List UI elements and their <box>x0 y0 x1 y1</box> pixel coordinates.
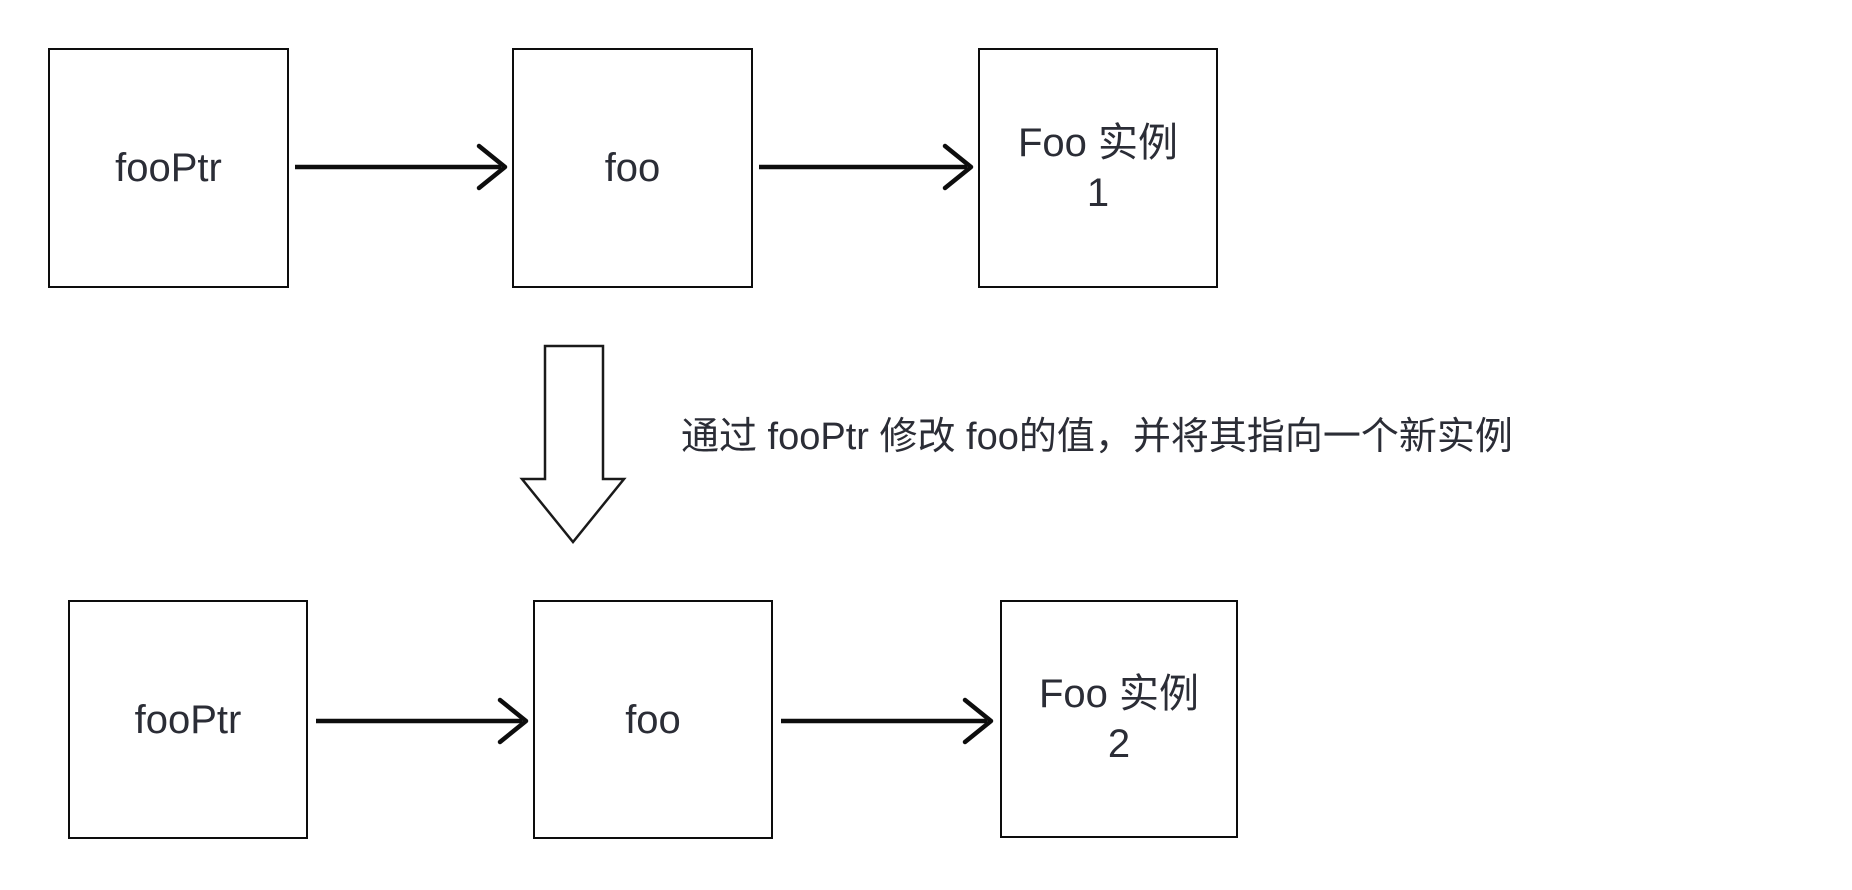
box-foo-before: foo <box>512 48 753 288</box>
arrow-fooptr-to-foo-top-icon <box>295 143 508 191</box>
box-foo-before-label: foo <box>604 146 661 190</box>
box-fooptr-before-label: fooPtr <box>115 146 222 190</box>
box-foo-after-label: foo <box>625 697 681 742</box>
box-instance1-label-line1: Foo 实例 <box>1017 121 1179 165</box>
box-fooptr-after-label: fooPtr <box>134 697 242 742</box>
arrow-foo-to-instance2-icon <box>781 697 994 745</box>
transition-annotation: 通过 fooPtr 修改 foo的值，并将其指向一个新实例 <box>681 416 1513 458</box>
box-instance1: Foo 实例 1 <box>978 48 1218 288</box>
box-foo-after: foo <box>533 600 773 839</box>
box-instance2-label-line1: Foo 实例 <box>1038 672 1200 716</box>
arrow-fooptr-to-foo-bottom-icon <box>316 697 529 745</box>
box-fooptr-before: fooPtr <box>48 48 289 288</box>
box-instance2: Foo 实例 2 <box>1000 600 1238 838</box>
arrow-foo-to-instance1-icon <box>759 143 974 191</box>
transition-down-arrow-icon <box>519 344 627 544</box>
box-instance2-label-line2: 2 <box>1107 722 1131 766</box>
box-fooptr-after: fooPtr <box>68 600 308 839</box>
box-instance1-label-line2: 1 <box>1086 171 1110 215</box>
